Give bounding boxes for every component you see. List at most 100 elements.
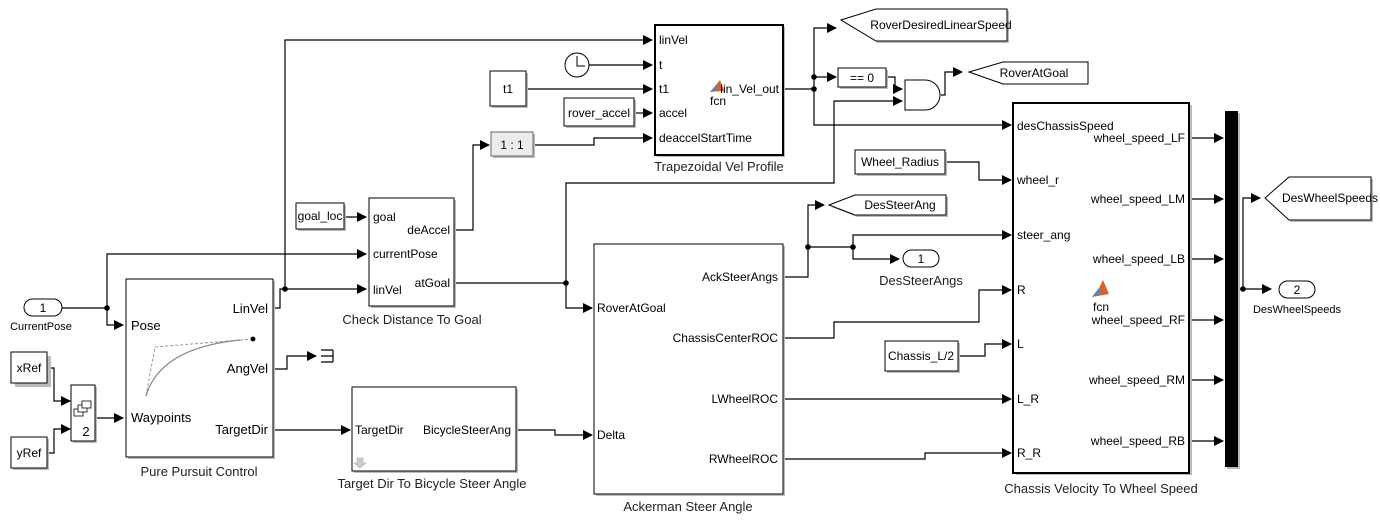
outport-deswheelspeeds[interactable]: 2 DesWheelSpeeds <box>1253 280 1342 316</box>
port-linvel: LinVel <box>233 301 269 316</box>
port-wheel-speed-rb: wheel_speed_RB <box>1090 434 1185 448</box>
port-accel: accel <box>659 106 687 120</box>
goto-label: RoverAtGoal <box>1000 66 1069 80</box>
outport-dessteerangs[interactable]: 1 DesSteerAngs <box>879 249 963 288</box>
junction-dot <box>811 74 817 80</box>
port-linvel: linVel <box>659 33 688 47</box>
junction-dot <box>104 305 110 311</box>
block-title: Ackerman Steer Angle <box>623 499 752 514</box>
junction-dot <box>850 244 856 250</box>
port-l-r: L_R <box>1017 392 1039 406</box>
goto-label: DesSteerAng <box>864 198 935 212</box>
compare-label: == 0 <box>850 71 874 85</box>
wire-l[interactable] <box>959 339 1012 357</box>
constant-wheel-radius[interactable]: Wheel_Radius <box>854 149 947 176</box>
port-t: t <box>659 58 663 72</box>
port-l: L <box>1017 337 1024 351</box>
vector-concatenate-icon <box>73 400 92 417</box>
port-wheel-speed-rf: wheel_speed_RF <box>1091 313 1185 327</box>
wire-angvel[interactable] <box>274 351 317 370</box>
wire-acksteer[interactable] <box>782 246 853 278</box>
wire-wheelr[interactable] <box>946 161 1012 185</box>
wire-r[interactable] <box>782 285 1012 339</box>
wire-to-steerang[interactable] <box>852 230 1012 247</box>
port-lwheelroc: LWheelROC <box>712 392 779 406</box>
constant-label: xRef <box>17 361 42 375</box>
port-targetdir: TargetDir <box>215 422 268 437</box>
wire-deaccelstart[interactable] <box>534 133 653 146</box>
wire-to-dessteerang[interactable] <box>807 200 825 247</box>
port-r-r: R_R <box>1017 446 1041 460</box>
outport-name: DesSteerAngs <box>879 273 963 288</box>
constant-chassis-l2[interactable]: Chassis_L/2 <box>884 340 960 373</box>
and-gate-icon[interactable] <box>904 79 941 111</box>
wire-atgoal[interactable] <box>455 282 593 313</box>
constant-goal-loc[interactable]: goal_loc <box>295 202 346 231</box>
goto-rover-desired-linear-speed[interactable]: RoverDesiredLinearSpeed <box>839 8 1012 43</box>
junction-dot <box>811 86 817 92</box>
goto-label: RoverDesiredLinearSpeed <box>870 18 1011 32</box>
chassis-velocity-to-wheel-speed-block[interactable]: desChassisSpeed wheel_r steer_ang R L L_… <box>1004 102 1198 496</box>
target-dir-to-bicycle-steer-angle-block[interactable]: TargetDir BicycleSteerAng Target Dir To … <box>337 386 527 491</box>
wire-currentpose-branch[interactable] <box>106 249 367 308</box>
outport-number: 2 <box>1294 283 1301 297</box>
goto-des-steer-ang[interactable]: DesSteerAng <box>827 194 948 217</box>
port-r: R <box>1017 283 1026 297</box>
wire-currentpose[interactable] <box>62 307 124 330</box>
port-wheel-speed-lb: wheel_speed_LB <box>1092 252 1185 266</box>
wire-atgoal-up[interactable] <box>565 96 903 283</box>
port-roveratgoal: RoverAtGoal <box>597 301 666 315</box>
rate-transition-label: 1 : 1 <box>500 138 524 152</box>
port-currentpose: currentPose <box>373 247 438 261</box>
port-t1: t1 <box>659 82 669 96</box>
terminator-icon[interactable] <box>321 349 334 363</box>
vector-concatenate-block[interactable]: 2 <box>70 384 97 443</box>
goto-label: DesWheelSpeeds <box>1282 191 1378 205</box>
concat-dimension: 2 <box>82 424 89 439</box>
wire-linvel-up[interactable] <box>284 35 653 289</box>
constant-label: t1 <box>503 82 513 96</box>
wire-xref[interactable] <box>48 367 71 406</box>
constant-label: goal_loc <box>298 209 343 223</box>
wire-to-dessteerangs[interactable] <box>852 247 900 264</box>
wire-rr[interactable] <box>782 448 1012 460</box>
port-steer-ang: steer_ang <box>1017 228 1070 242</box>
wire-to-deschassis[interactable] <box>813 89 1012 130</box>
goto-des-wheel-speeds[interactable]: DesWheelSpeeds <box>1264 176 1378 222</box>
rate-transition-block[interactable]: 1 : 1 <box>490 131 535 158</box>
wire-and-out[interactable] <box>941 67 963 96</box>
wire-linvel[interactable] <box>274 284 367 309</box>
ackerman-steer-angle-block[interactable]: RoverAtGoal Delta AckSteerAngs ChassisCe… <box>593 243 785 514</box>
block-title: Pure Pursuit Control <box>140 464 257 479</box>
wire-compare-and[interactable] <box>886 76 903 94</box>
constant-label: yRef <box>17 446 42 460</box>
pure-pursuit-control-block[interactable]: Pose Waypoints LinVel AngVel TargetDir P… <box>125 278 275 479</box>
port-goal: goal <box>373 210 396 224</box>
wire-to-rdls[interactable] <box>813 23 837 89</box>
port-wheel-r: wheel_r <box>1016 173 1059 187</box>
wire-delta[interactable] <box>515 429 593 440</box>
clock-icon[interactable] <box>564 52 590 78</box>
wire-deaccel[interactable] <box>455 140 490 231</box>
port-wheel-speed-rm: wheel_speed_RM <box>1088 373 1185 387</box>
constant-yref[interactable]: yRef <box>10 436 49 470</box>
mux-bar[interactable] <box>1225 111 1240 469</box>
port-wheel-speed-lm: wheel_speed_LM <box>1090 192 1185 206</box>
block-title: Target Dir To Bicycle Steer Angle <box>337 476 526 491</box>
goto-rover-at-goal[interactable]: RoverAtGoal <box>967 61 1089 85</box>
check-distance-to-goal-block[interactable]: goal currentPose linVel deAccel atGoal C… <box>342 197 482 327</box>
constant-t1[interactable]: t1 <box>489 70 528 108</box>
port-deaccelstarttime: deaccelStartTime <box>659 131 752 145</box>
fcn-label: fcn <box>1093 300 1109 314</box>
fcn-label: fcn <box>710 94 726 108</box>
trapezoidal-vel-profile-block[interactable]: linVel t t1 accel deaccelStartTime lin_V… <box>654 24 785 174</box>
constant-xref[interactable]: xRef <box>10 351 51 387</box>
port-wheel-speed-lf: wheel_speed_LF <box>1093 131 1185 145</box>
junction-dot <box>805 244 811 250</box>
block-title: Check Distance To Goal <box>342 312 481 327</box>
wire-mux-goto[interactable] <box>1242 193 1261 289</box>
compare-to-zero-block[interactable]: == 0 <box>837 67 888 89</box>
inport-currentpose[interactable]: 1 CurrentPose <box>10 298 72 333</box>
constant-rover-accel[interactable]: rover_accel <box>563 97 636 128</box>
wire-yref[interactable] <box>48 424 71 454</box>
